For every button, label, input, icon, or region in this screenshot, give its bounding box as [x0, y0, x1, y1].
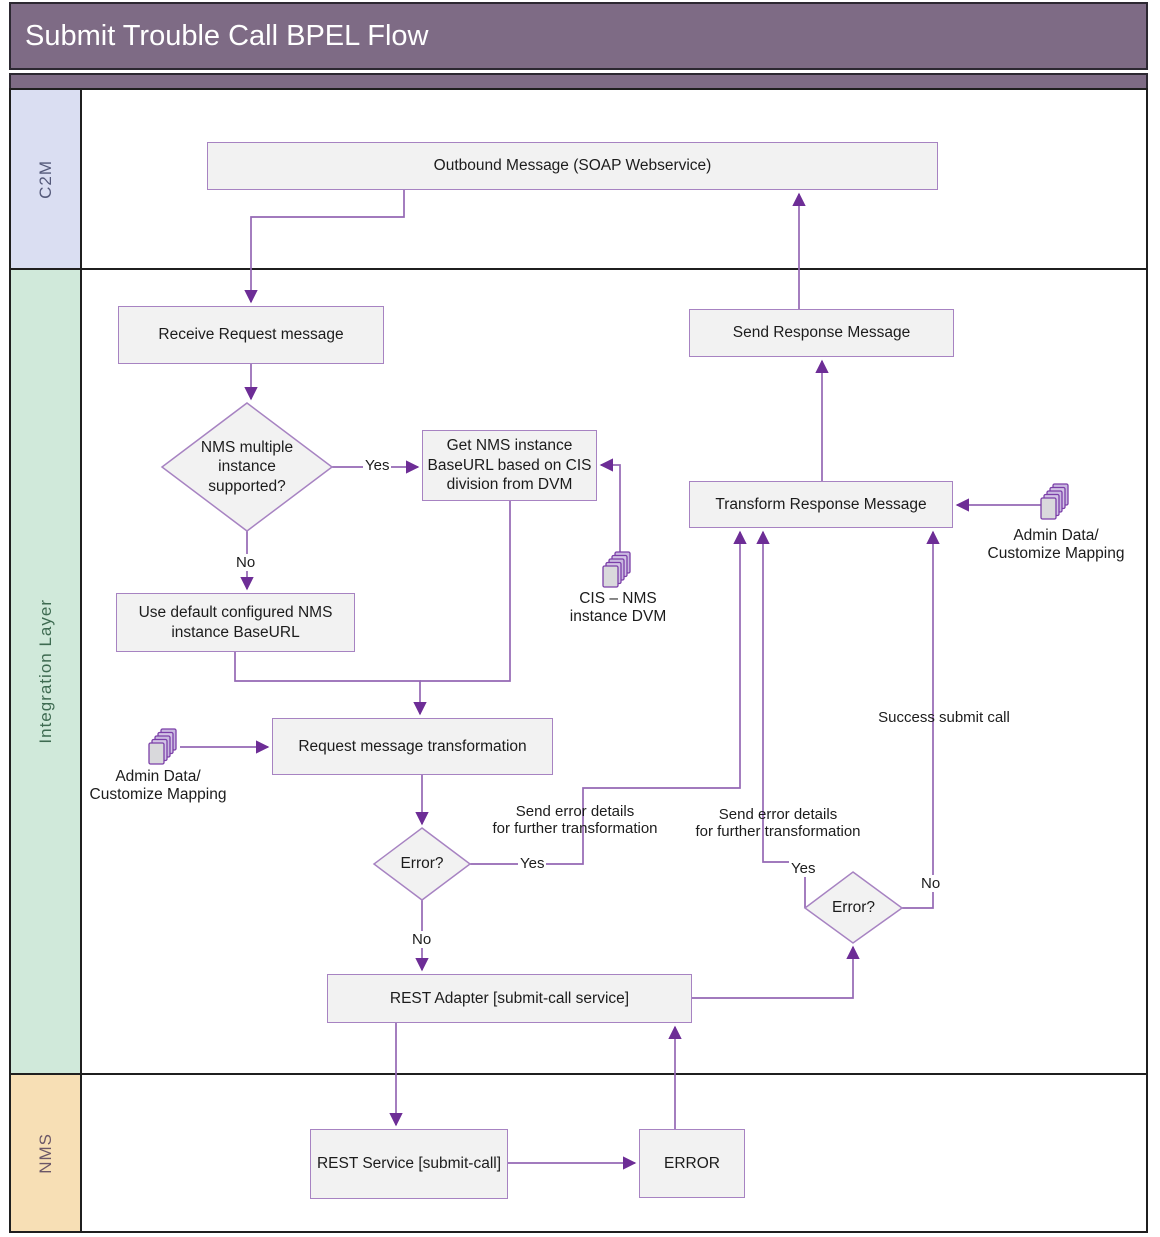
node-receive-request: Receive Request message: [118, 306, 384, 364]
node-rest-adapter: REST Adapter [submit-call service]: [327, 974, 692, 1023]
edge-label-no-3: No: [919, 875, 943, 892]
node-request-transformation: Request message transformation: [272, 718, 553, 775]
lane-integration-layer: Integration Layer: [9, 268, 1148, 1075]
node-outbound-message: Outbound Message (SOAP Webservice): [207, 142, 938, 190]
dvm-icon: [602, 551, 631, 588]
edge-label-send-error-details-1: Send error details for further transform…: [492, 803, 658, 837]
annotation-admin-data-left: Admin Data/ Customize Mapping: [89, 768, 227, 803]
edge-label-no-2: No: [410, 931, 434, 948]
lane-nms: NMS: [9, 1073, 1148, 1233]
node-error: ERROR: [639, 1129, 745, 1198]
decision-error-left-shape: [372, 827, 472, 901]
decision-multi-instance-shape: [160, 402, 334, 532]
decision-error-right-shape: [803, 871, 904, 944]
edge-dvm-to-getnms: [599, 458, 621, 556]
decision-multi-instance-label: NMS multiple instance supported?: [200, 438, 294, 495]
diagram-title: Submit Trouble Call BPEL Flow: [9, 2, 1148, 70]
edge-restadapter-to-error2: [692, 945, 860, 999]
lane-integration-layer-label: Integration Layer: [11, 270, 82, 1073]
edge-label-yes-3: Yes: [789, 860, 818, 877]
edge-getnms-merge: [420, 501, 511, 682]
node-get-nms-baseurl: Get NMS instance BaseURL based on CIS di…: [422, 430, 597, 501]
admin-data-left-icon: [148, 728, 177, 765]
node-transform-response: Transform Response Message: [689, 481, 953, 528]
admin-data-right-icon: [1040, 483, 1069, 520]
node-use-default-baseurl: Use default configured NMS instance Base…: [116, 593, 355, 652]
decision-error-left-label: Error?: [400, 855, 444, 873]
edge-label-send-error-details-2: Send error details for further transform…: [695, 806, 861, 840]
edge-outbound-to-receive: [244, 190, 405, 304]
node-send-response: Send Response Message: [689, 309, 954, 357]
node-rest-service: REST Service [submit-call]: [310, 1129, 508, 1199]
edge-label-no-1: No: [234, 554, 258, 571]
edge-error2-no-to-transform: [902, 530, 940, 909]
annotation-admin-data-right: Admin Data/ Customize Mapping: [987, 527, 1125, 562]
lane-c2m-label: C2M: [11, 90, 82, 268]
edge-label-yes-1: Yes: [363, 457, 392, 474]
edge-label-success-submit-call: Success submit call: [878, 709, 1010, 726]
decision-error-right-label: Error?: [831, 899, 876, 917]
lane-nms-label: NMS: [11, 1075, 82, 1231]
edge-error2-yes-to-transform: [756, 530, 806, 908]
annotation-dvm: CIS – NMS instance DVM: [569, 590, 667, 625]
edge-usedefault-to-reqtransform: [234, 652, 427, 716]
edge-label-yes-2: Yes: [518, 855, 547, 872]
